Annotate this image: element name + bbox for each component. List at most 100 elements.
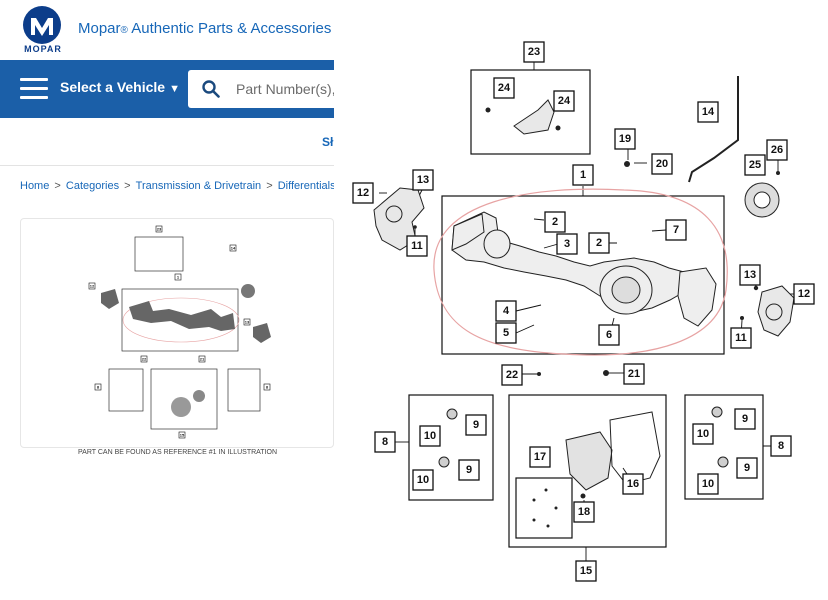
callout-6[interactable]: 6 (598, 324, 620, 346)
callout-8-left[interactable]: 8 (374, 431, 396, 453)
breadcrumb-differentials-parts[interactable]: Differentials & Parts (277, 180, 334, 192)
callout-2-lower[interactable]: 2 (588, 232, 610, 254)
callout-label: 23 (528, 46, 540, 58)
callout-label: 17 (534, 451, 546, 463)
callout-9[interactable]: 9 (458, 459, 480, 481)
callout-label: 8 (778, 440, 784, 452)
callout-16[interactable]: 16 (622, 473, 644, 495)
callout-11-left[interactable]: 11 (406, 235, 428, 257)
breadcrumb-transmission-drivetrain[interactable]: Transmission & Drivetrain (135, 180, 262, 192)
callout-9[interactable]: 9 (734, 408, 756, 430)
callout-2-upper[interactable]: 2 (544, 211, 566, 233)
bracket-23 (513, 99, 555, 135)
tone-ring (744, 182, 780, 218)
callout-label: 20 (656, 158, 668, 170)
diagram-thumbnail-card[interactable]: 23 1 14 12 13 22 21 8 8 15 (20, 218, 334, 448)
divider (0, 165, 334, 166)
callout-label: 12 (357, 187, 369, 199)
callout-20[interactable]: 20 (651, 153, 673, 175)
callout-22[interactable]: 22 (501, 364, 523, 386)
callout-21[interactable]: 21 (623, 363, 645, 385)
brand-title: Mopar® Authentic Parts & Accessories (78, 20, 331, 37)
site-header: MOPAR Mopar® Authentic Parts & Accessori… (0, 0, 334, 60)
svg-text:15: 15 (180, 433, 185, 438)
select-vehicle-button[interactable]: Select a Vehicle▼ (60, 79, 180, 95)
mopar-logo[interactable]: MOPAR (18, 6, 68, 54)
callout-14[interactable]: 14 (697, 101, 719, 123)
callout-5[interactable]: 5 (495, 322, 517, 344)
callout-9[interactable]: 9 (736, 457, 758, 479)
callout-12-left[interactable]: 12 (352, 182, 374, 204)
callout-1[interactable]: 1 (572, 164, 594, 186)
vent-tube (688, 76, 739, 183)
callout-24-left[interactable]: 24 (493, 77, 515, 99)
callout-label: 1 (580, 169, 586, 181)
callout-12-right[interactable]: 12 (793, 283, 815, 305)
svg-text:22: 22 (142, 357, 147, 362)
callout-label: 25 (749, 159, 761, 171)
search-icon[interactable] (202, 80, 220, 98)
callout-10[interactable]: 10 (412, 469, 434, 491)
registered-mark: ® (120, 25, 128, 36)
axle-housing (451, 211, 717, 327)
callout-7[interactable]: 7 (665, 219, 687, 241)
search-box (188, 70, 334, 108)
callout-25[interactable]: 25 (744, 154, 766, 176)
svg-text:14: 14 (231, 246, 236, 251)
svg-text:23: 23 (157, 227, 162, 232)
callout-13-left[interactable]: 13 (412, 169, 434, 191)
svg-text:8: 8 (97, 385, 100, 390)
callout-8-right[interactable]: 8 (770, 435, 792, 457)
group-box-17 (515, 477, 573, 539)
breadcrumb-categories[interactable]: Categories (65, 180, 120, 192)
callout-10[interactable]: 10 (697, 473, 719, 495)
small-fasteners (413, 107, 780, 528)
callout-19[interactable]: 19 (614, 128, 636, 150)
highlight-outline (433, 188, 728, 356)
steering-knuckle-left (373, 187, 425, 251)
callout-label: 12 (798, 288, 810, 300)
brand-name: Mopar (78, 20, 121, 37)
callout-label: 11 (411, 240, 423, 252)
callout-label: 6 (606, 329, 612, 341)
callout-10[interactable]: 10 (419, 425, 441, 447)
callout-label: 9 (744, 462, 750, 474)
group-box-8-right (684, 394, 764, 500)
shop-tab[interactable]: Sł (322, 135, 334, 149)
svg-text:8: 8 (266, 385, 269, 390)
callout-11-right[interactable]: 11 (730, 327, 752, 349)
thumbnail-caption: PART CAN BE FOUND AS REFERENCE #1 IN ILL… (78, 449, 278, 456)
callout-label: 22 (506, 369, 518, 381)
callout-13-right[interactable]: 13 (739, 264, 761, 286)
callout-label: 14 (702, 106, 715, 118)
callout-9[interactable]: 9 (465, 414, 487, 436)
callout-label: 21 (628, 368, 640, 380)
callout-15[interactable]: 15 (575, 560, 597, 582)
callout-4[interactable]: 4 (495, 300, 517, 322)
callout-23[interactable]: 23 (523, 41, 545, 63)
diagram-thumbnail: 23 1 14 12 13 22 21 8 8 15 (88, 225, 271, 439)
callout-label: 2 (552, 216, 558, 228)
callout-18[interactable]: 18 (573, 501, 595, 523)
callout-26[interactable]: 26 (766, 139, 788, 161)
group-box-15 (508, 394, 667, 548)
svg-text:21: 21 (200, 357, 205, 362)
hamburger-icon[interactable] (20, 78, 48, 100)
callout-label: 19 (619, 133, 631, 145)
callout-3[interactable]: 3 (556, 233, 578, 255)
part-number-search-input[interactable] (236, 70, 334, 108)
parts-exploded-diagram: 1 2 2 3 4 5 6 7 8 8 9 9 9 9 10 10 10 10 … (352, 41, 815, 582)
ball-joints (438, 406, 729, 468)
callout-label: 15 (580, 565, 592, 577)
callout-label: 4 (503, 305, 510, 317)
callout-label: 2 (596, 237, 602, 249)
callout-label: 9 (742, 413, 748, 425)
callout-10[interactable]: 10 (692, 423, 714, 445)
callout-label: 9 (473, 419, 479, 431)
steering-knuckle-right (757, 285, 795, 337)
callout-label: 10 (702, 478, 714, 490)
callout-17[interactable]: 17 (529, 446, 551, 468)
callout-24-right[interactable]: 24 (553, 90, 575, 112)
breadcrumb-home[interactable]: Home (20, 180, 50, 192)
callout-label: 13 (744, 269, 756, 281)
